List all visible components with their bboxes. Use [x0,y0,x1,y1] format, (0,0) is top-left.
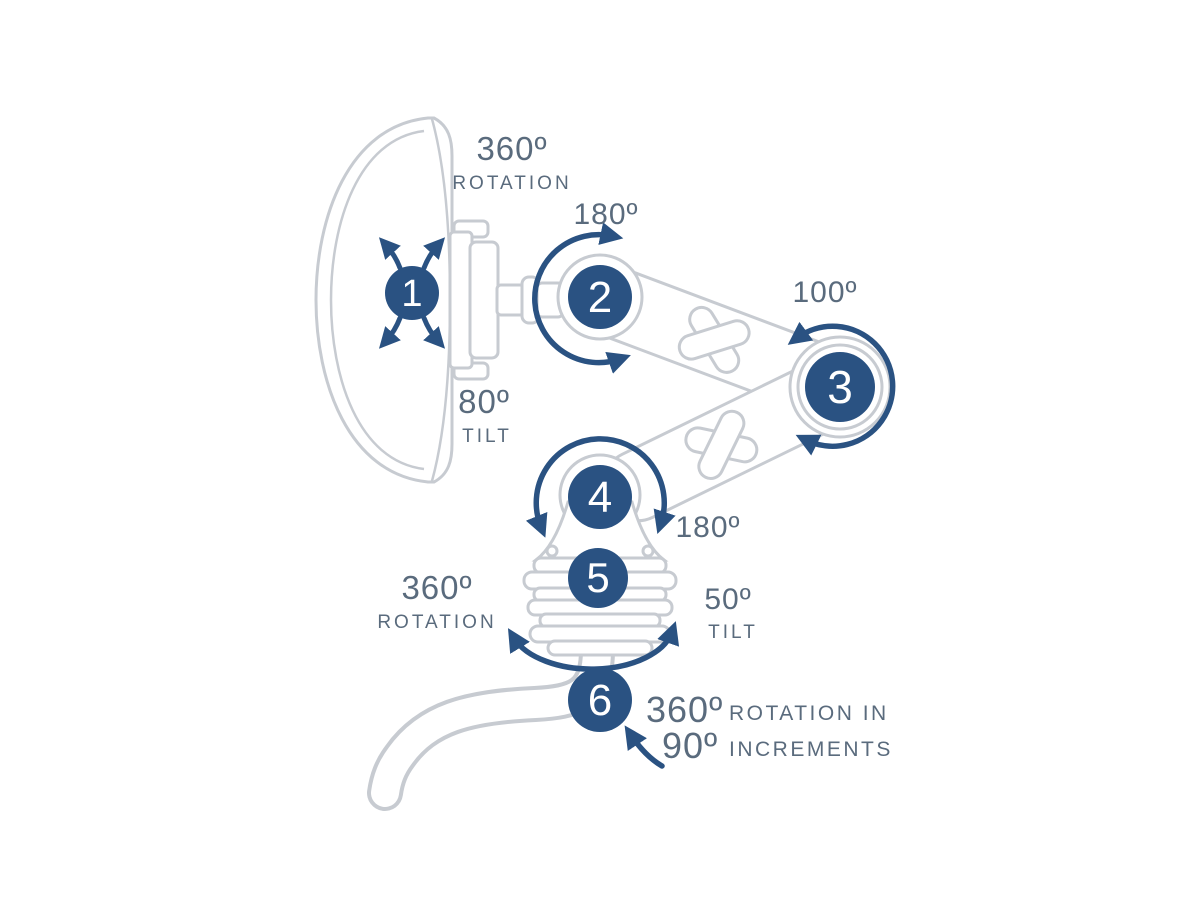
joint3-swivel-value: 100º [792,276,857,309]
joint1-arrow-down-right [421,315,446,349]
motion-arrows [378,222,896,672]
joint1-arrow-up-right [421,237,446,271]
riser-screw-right [641,544,655,558]
joint1-arrow-down-left [378,315,403,349]
badge-1: 1 [385,266,439,320]
column-rotation-label: ROTATION [377,612,496,633]
badge-5-number: 5 [586,554,609,601]
monitor-back-shell [314,116,454,484]
upper-arm-logo-cutout [677,305,751,374]
column-rotation-value: 360º [401,569,472,606]
logo-bar-2 [677,319,751,361]
joint4-swivel-value: 180º [675,511,740,544]
base-rotation-value2: 90º [662,725,718,766]
base-rotation-label2: INCREMENTS [729,738,893,761]
badge-3-number: 3 [827,361,853,413]
column-tilt-value: 50º [704,583,751,616]
badge-4-number: 4 [588,473,612,522]
badge-3: 3 [805,352,875,422]
badge-2-circle [568,265,632,329]
lower-arm-logo-cutout [684,409,759,480]
base-rotation-label: ROTATION IN [729,702,889,725]
head-tilt-label: TILT [462,426,512,447]
collar-ring-7 [546,639,654,657]
badge-4-circle [568,465,632,529]
badge-6-number: 6 [588,676,612,725]
badge-6: 6 [568,668,632,732]
base-increment-arrow [624,725,665,769]
badge-2: 2 [568,265,632,329]
badge-6-circle [568,668,632,732]
badge-1-circle [385,266,439,320]
badge-4: 4 [568,465,632,529]
head-link [495,283,526,317]
joint3-swivel-arc [787,321,896,456]
vesa-bracket [448,219,565,381]
base-pole [367,632,615,811]
head-rotation-label: ROTATION [452,173,571,194]
base-rotation-value: 360º [646,689,723,730]
joint1-arrow-up-left [378,237,403,271]
badge-2-number: 2 [588,273,612,322]
vesa-housing [468,240,500,360]
monitor-inner-contour [329,129,425,471]
joint2-swivel-value: 180º [573,198,638,231]
base-pole-body [371,636,611,807]
riser-screw-left [545,544,559,558]
badge-1-number: 1 [401,273,422,315]
badge-3-circle [805,352,875,422]
column-tilt-label: TILT [708,622,758,643]
head-rotation-value: 360º [476,130,547,167]
logo-bar-4 [697,409,746,480]
joint2-swivel-arc [532,222,631,374]
joint4-swivel-arc [525,436,676,538]
head-tilt-value: 80º [458,383,510,420]
badge-5: 5 [568,548,628,608]
badge-5-circle [568,548,628,608]
callout-labels: 360º ROTATION 180º 100º 80º TILT 180º 36… [377,130,893,766]
